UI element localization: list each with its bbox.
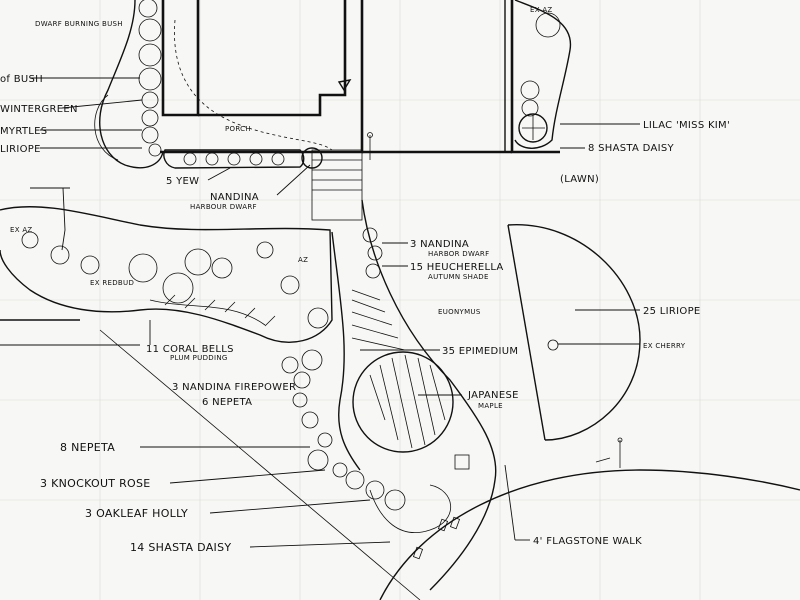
lilac-bed: [514, 0, 572, 149]
label-euonymus: EUONYMUS: [438, 308, 481, 316]
label-epimedium: 35 EPIMEDIUM: [442, 346, 518, 357]
label-lawn: (LAWN): [560, 174, 599, 185]
label-dwarf-burning-bush: DWARF BURNING BUSH: [35, 20, 123, 28]
label-yew: 5 YEW: [166, 176, 199, 187]
plant-labels: DWARF BURNING BUSH of BUSH WINTERGREEN M…: [0, 6, 730, 554]
flagstone-marks: [412, 454, 470, 560]
label-knockout: 3 KNOCKOUT ROSE: [40, 477, 151, 490]
label-coral-bells: 11 CORAL BELLS: [146, 344, 234, 355]
front-steps: [311, 149, 363, 221]
label-shasta-top: 8 SHASTA DAISY: [588, 143, 675, 154]
label-nandina: NANDINA: [210, 192, 259, 203]
label-fox-bush: of BUSH: [0, 74, 43, 85]
label-tree-ex: EX REDBUD: [90, 279, 134, 287]
leader-lines: [0, 77, 640, 548]
label-ex-az-2: EX AZ: [10, 226, 33, 234]
label-nandina-3: 3 NANDINA: [410, 239, 469, 250]
label-nandina-3-sub: HARBOR DWARF: [428, 250, 489, 258]
label-liriope-top: LIRIOPE: [0, 144, 41, 155]
label-wintergreen: WINTERGREEN: [0, 104, 78, 115]
upper-left-bed: [94, 0, 164, 169]
label-lilac: LILAC 'MISS KIM': [643, 120, 730, 131]
label-nepeta-8: 8 NEPETA: [60, 441, 115, 454]
yew-hedge: [163, 147, 323, 169]
label-ex-cherry: EX CHERRY: [643, 342, 686, 350]
label-coral-bells-sub: PLUM PUDDING: [170, 354, 228, 362]
label-nandina-fire: 3 NANDINA FIREPOWER: [172, 382, 296, 393]
house-footprint: [160, 0, 560, 160]
label-heuchera: 15 HEUCHERELLA: [410, 262, 504, 273]
label-oakleaf: 3 OAKLEAF HOLLY: [85, 507, 188, 520]
label-myrtles: MYRTLES: [0, 126, 47, 137]
label-porch: PORCH: [225, 125, 251, 133]
label-heuchera-sub: AUTUMN SHADE: [428, 273, 489, 281]
label-shasta-14: 14 SHASTA DAISY: [130, 541, 231, 554]
left-bed: [0, 206, 333, 343]
lawn-edges: [0, 319, 800, 600]
label-japanese-maple-sub: MAPLE: [478, 402, 503, 410]
label-nandina-sub: HARBOUR DWARF: [190, 203, 257, 211]
liriope-bed: [507, 224, 641, 468]
label-nepeta-6: 6 NEPETA: [202, 397, 252, 408]
porch-outline: [174, 19, 333, 151]
label-ex-az: EX AZ: [530, 6, 553, 14]
japanese-maple: [352, 351, 454, 453]
label-liriope-25: 25 LIRIOPE: [643, 306, 701, 317]
label-flagstone: 4' FLAGSTONE WALK: [533, 536, 642, 547]
label-az-mark: AZ: [298, 256, 308, 264]
middle-bed: [281, 199, 497, 591]
north-arrow-icon: [337, 79, 352, 92]
label-japanese-maple: JAPANESE: [467, 390, 519, 401]
